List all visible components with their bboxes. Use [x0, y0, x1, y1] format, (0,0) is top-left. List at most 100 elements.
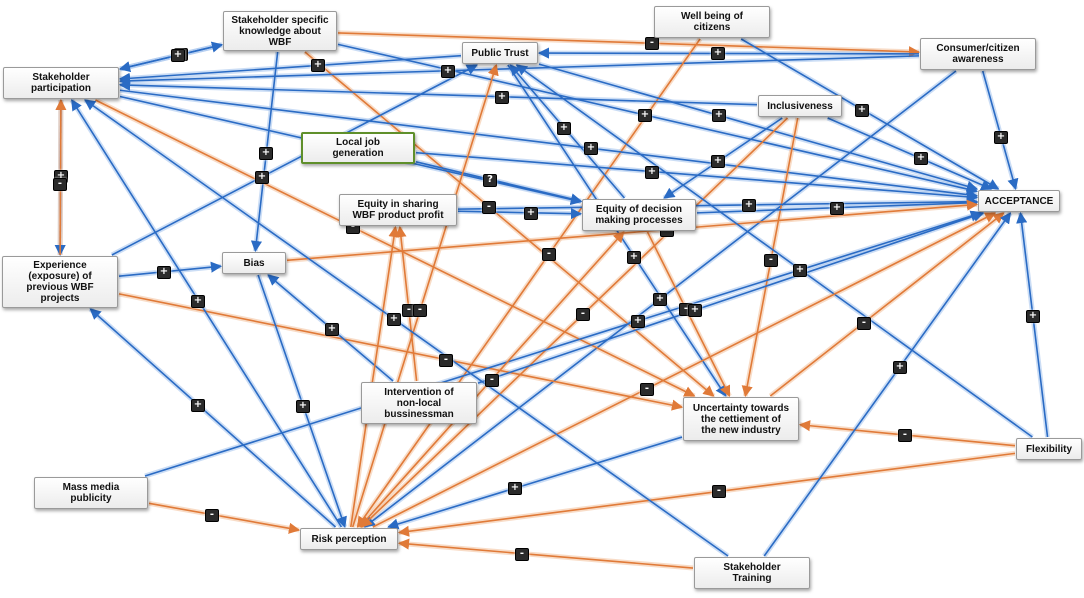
- node-stakeholder-training[interactable]: Stakeholder Training: [694, 557, 810, 589]
- plus-sign-badge: +: [627, 251, 641, 264]
- plus-sign-badge: +: [441, 65, 455, 78]
- minus-sign-badge: -: [898, 429, 912, 442]
- minus-sign-badge: -: [640, 383, 654, 396]
- plus-sign-badge: +: [711, 155, 725, 168]
- minus-sign-badge: -: [576, 308, 590, 321]
- edge-local-job-to-acceptance[interactable]: [415, 151, 979, 203]
- edge-mass-media-to-acceptance[interactable]: [144, 210, 982, 477]
- edge-flexibility-to-acceptance[interactable]: [1016, 211, 1049, 438]
- node-local-job[interactable]: Local job generation: [301, 132, 415, 164]
- plus-sign-badge: +: [893, 361, 907, 374]
- plus-sign-badge: +: [387, 313, 401, 326]
- minus-sign-badge: -: [645, 37, 659, 50]
- edge-public-trust-to-stakeholder-participation[interactable]: [118, 54, 462, 84]
- minus-sign-badge: -: [413, 304, 427, 317]
- edge-risk-perception-to-experience[interactable]: [89, 308, 337, 528]
- plus-sign-badge: +: [711, 47, 725, 60]
- node-stakeholder-participation[interactable]: Stakeholder participation: [3, 67, 119, 99]
- plus-sign-badge: +: [742, 199, 756, 212]
- plus-sign-badge: +: [255, 171, 269, 184]
- plus-sign-badge: +: [259, 147, 273, 160]
- plus-sign-badge: +: [638, 109, 652, 122]
- edge-risk-perception-to-public-trust[interactable]: [351, 63, 499, 528]
- edge-stakeholder-knowledge-to-consumer-awareness[interactable]: [337, 32, 921, 58]
- plus-sign-badge: +: [830, 202, 844, 215]
- node-risk-perception[interactable]: Risk perception: [300, 528, 398, 550]
- edge-equity-profit-to-acceptance[interactable]: [457, 196, 979, 210]
- plus-sign-badge: +: [645, 166, 659, 179]
- minus-sign-badge: -: [712, 485, 726, 498]
- edge-inclusiveness-to-acceptance[interactable]: [827, 117, 993, 191]
- edge-flexibility-to-public-trust[interactable]: [515, 64, 1033, 438]
- plus-sign-badge: +: [191, 295, 205, 308]
- minus-sign-badge: -: [205, 509, 219, 522]
- unknown-sign-badge: ?: [483, 174, 497, 187]
- node-equity-profit[interactable]: Equity in sharing WBF product profit: [339, 194, 457, 226]
- node-consumer-awareness[interactable]: Consumer/citizen awareness: [920, 38, 1036, 70]
- node-experience[interactable]: Experience (exposure) of previous WBF pr…: [2, 256, 118, 308]
- plus-sign-badge: +: [311, 59, 325, 72]
- minus-sign-badge: -: [485, 374, 499, 387]
- edge-inclusiveness-to-risk-perception[interactable]: [360, 117, 789, 528]
- edge-risk-perception-to-acceptance[interactable]: [372, 212, 997, 528]
- edge-stakeholder-training-to-risk-perception[interactable]: [397, 538, 694, 569]
- minus-sign-badge: -: [764, 254, 778, 267]
- edge-stakeholder-participation-to-uncertainty[interactable]: [95, 99, 696, 397]
- node-public-trust[interactable]: Public Trust: [462, 42, 538, 64]
- plus-sign-badge: +: [508, 482, 522, 495]
- edge-uncertainty-to-risk-perception[interactable]: [387, 436, 683, 530]
- minus-sign-badge: -: [515, 548, 529, 561]
- plus-sign-badge: +: [1026, 310, 1040, 323]
- edge-local-job-to-equity-decision[interactable]: [415, 161, 583, 205]
- node-mass-media[interactable]: Mass media publicity: [34, 477, 148, 509]
- edge-experience-to-uncertainty[interactable]: [118, 293, 684, 411]
- plus-sign-badge: +: [584, 142, 598, 155]
- plus-sign-badge: +: [688, 304, 702, 317]
- edge-risk-perception-to-stakeholder-participation[interactable]: [71, 99, 343, 528]
- plus-sign-badge: +: [296, 400, 310, 413]
- node-bias[interactable]: Bias: [222, 252, 286, 274]
- edge-public-trust-to-acceptance[interactable]: [538, 63, 979, 192]
- edge-consumer-awareness-to-acceptance[interactable]: [981, 70, 1019, 191]
- edge-equity-profit-to-equity-decision[interactable]: [457, 207, 583, 220]
- plus-sign-badge: +: [157, 266, 171, 279]
- node-inclusiveness[interactable]: Inclusiveness: [758, 95, 842, 117]
- plus-sign-badge: +: [855, 104, 869, 117]
- node-equity-decision[interactable]: Equity of decision making processes: [582, 199, 696, 231]
- minus-sign-badge: -: [53, 178, 67, 191]
- node-acceptance[interactable]: ACCEPTANCE: [978, 190, 1060, 212]
- edge-stakeholder-participation-to-acceptance[interactable]: [119, 89, 979, 201]
- edge-stakeholder-knowledge-to-uncertainty[interactable]: [304, 51, 715, 397]
- node-wellbeing[interactable]: Well being of citizens: [654, 6, 770, 38]
- node-intervention[interactable]: Intervention of non-local bussinessman: [361, 382, 477, 424]
- plus-sign-badge: +: [171, 49, 185, 62]
- plus-sign-badge: +: [191, 399, 205, 412]
- plus-sign-badge: +: [793, 264, 807, 277]
- node-uncertainty[interactable]: Uncertainty towards the cettiement of th…: [683, 397, 799, 441]
- edge-experience-to-public-trust[interactable]: [111, 64, 478, 256]
- plus-sign-badge: +: [914, 152, 928, 165]
- minus-sign-badge: -: [857, 317, 871, 330]
- node-stakeholder-knowledge[interactable]: Stakeholder specific knowledge about WBF: [223, 11, 337, 51]
- edge-risk-perception-to-equity-profit[interactable]: [349, 225, 400, 528]
- plus-sign-badge: +: [325, 323, 339, 336]
- edge-flexibility-to-risk-perception[interactable]: [397, 452, 1016, 537]
- node-flexibility[interactable]: Flexibility: [1016, 438, 1082, 460]
- edge-wellbeing-to-acceptance[interactable]: [740, 38, 1000, 190]
- edge-intervention-to-acceptance[interactable]: [477, 210, 985, 384]
- edge-uncertainty-to-acceptance[interactable]: [769, 212, 1005, 397]
- edge-inclusiveness-to-stakeholder-participation[interactable]: [118, 79, 758, 106]
- minus-sign-badge: -: [439, 354, 453, 367]
- plus-sign-badge: +: [631, 315, 645, 328]
- minus-sign-badge: -: [482, 201, 496, 214]
- edge-mass-media-to-risk-perception[interactable]: [148, 502, 301, 534]
- plus-sign-badge: +: [495, 91, 509, 104]
- edge-stakeholder-training-to-acceptance[interactable]: [763, 212, 1012, 557]
- plus-sign-badge: +: [524, 207, 538, 220]
- plus-sign-badge: +: [994, 131, 1008, 144]
- edge-stakeholder-training-to-stakeholder-participation[interactable]: [84, 99, 729, 557]
- edge-consumer-awareness-to-public-trust[interactable]: [537, 47, 920, 59]
- plus-sign-badge: +: [557, 122, 571, 135]
